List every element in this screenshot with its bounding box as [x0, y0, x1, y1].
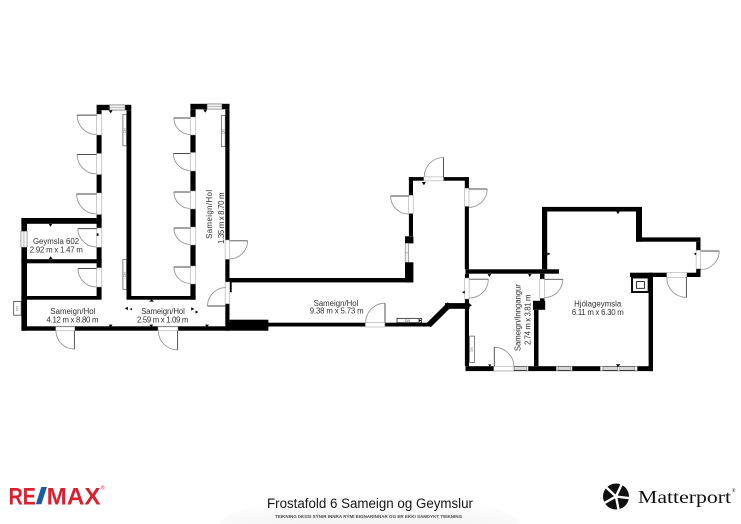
svg-text:Sameign/Hol: Sameign/Hol: [205, 190, 214, 239]
svg-text:Frostafold 6 Sameign og Geymsl: Frostafold 6 Sameign og Geymslur: [267, 496, 474, 511]
svg-text:DN: DN: [123, 272, 127, 277]
svg-text:2.92 m x 1.47 m: 2.92 m x 1.47 m: [30, 245, 83, 254]
svg-text:2.74 m x 3.81 m: 2.74 m x 3.81 m: [523, 295, 532, 346]
svg-text:DN: DN: [470, 347, 474, 352]
svg-text:4.12 m x 8.80 m: 4.12 m x 8.80 m: [47, 315, 99, 324]
svg-text:DN: DN: [16, 306, 20, 311]
svg-text:RE: RE: [9, 483, 36, 510]
svg-text:2.59 m x 1.09 m: 2.59 m x 1.09 m: [137, 315, 188, 324]
svg-text:®: ®: [101, 485, 105, 492]
svg-text:Matterport: Matterport: [638, 487, 731, 507]
svg-text:Hjólageymsla: Hjólageymsla: [574, 300, 622, 309]
svg-text:Sameign/Hol: Sameign/Hol: [314, 299, 359, 308]
svg-text:Sameign/Hol: Sameign/Hol: [50, 307, 95, 316]
svg-text:6.11 m x 6.30 m: 6.11 m x 6.30 m: [572, 308, 624, 317]
svg-text:Sameign/Inngangur: Sameign/Inngangur: [514, 284, 523, 351]
svg-text:Sameign/Hol: Sameign/Hol: [141, 307, 185, 316]
svg-text:DN: DN: [221, 129, 225, 134]
svg-text:DN: DN: [405, 319, 411, 323]
svg-text:®: ®: [732, 488, 736, 494]
svg-text:Geymsla 602: Geymsla 602: [33, 237, 79, 246]
svg-text:DN: DN: [123, 128, 127, 133]
svg-text:9.38 m x 5.73 m: 9.38 m x 5.73 m: [310, 307, 364, 316]
svg-text:1.35 m x 8.70 m: 1.35 m x 8.70 m: [217, 193, 226, 245]
svg-text:TEIKNING ÞESSI SÝNIR INNRA RÝM: TEIKNING ÞESSI SÝNIR INNRA RÝMI EIGNARIN…: [275, 513, 462, 520]
svg-text:MAX: MAX: [47, 483, 101, 510]
